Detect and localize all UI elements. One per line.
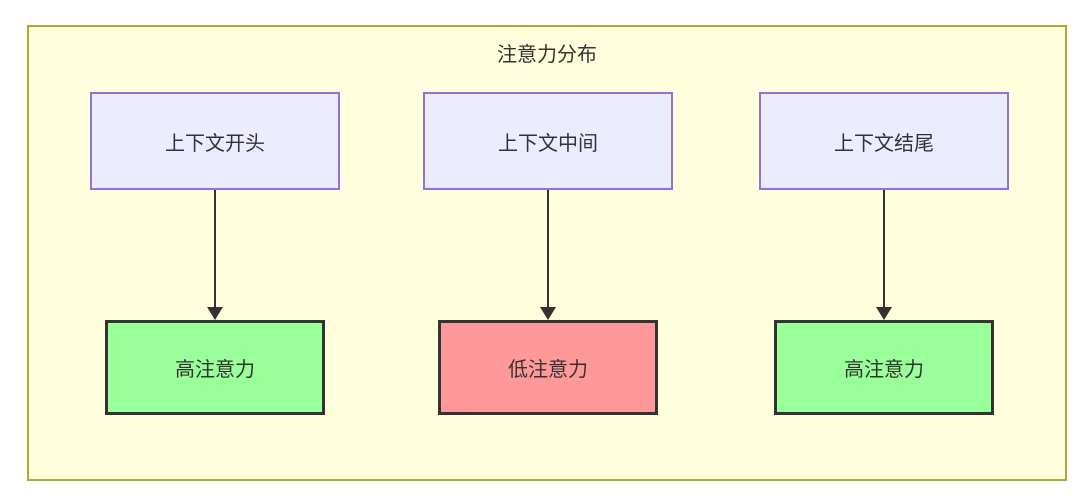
- node-label: 高注意力: [175, 359, 255, 381]
- node-label: 上下文结尾: [834, 132, 934, 155]
- arrow-down-icon: [876, 307, 892, 320]
- node-label: 高注意力: [844, 359, 924, 381]
- attention-distribution-frame: 注意力分布 上下文开头 高注意力 上下文中间 低注意力 上下文结尾: [27, 25, 1067, 481]
- arrow-line: [883, 190, 885, 307]
- column-context-start: 上下文开头 高注意力: [90, 92, 340, 415]
- arrow-down-icon: [207, 307, 223, 320]
- arrow-down-icon: [540, 307, 556, 320]
- node-high-attention: 高注意力: [105, 320, 325, 415]
- node-high-attention: 高注意力: [774, 320, 994, 415]
- arrow-line: [214, 190, 216, 307]
- node-label: 低注意力: [508, 359, 588, 381]
- node-low-attention: 低注意力: [438, 320, 658, 415]
- node-label: 上下文中间: [498, 132, 598, 155]
- node-context-middle: 上下文中间: [423, 92, 673, 190]
- node-context-start: 上下文开头: [90, 92, 340, 190]
- node-label: 上下文开头: [165, 132, 265, 155]
- column-context-end: 上下文结尾 高注意力: [759, 92, 1009, 415]
- diagram-title: 注意力分布: [497, 44, 597, 66]
- arrow-connector: [207, 190, 223, 320]
- node-context-end: 上下文结尾: [759, 92, 1009, 190]
- arrow-line: [547, 190, 549, 307]
- arrow-connector: [876, 190, 892, 320]
- column-context-middle: 上下文中间 低注意力: [423, 92, 673, 415]
- arrow-connector: [540, 190, 556, 320]
